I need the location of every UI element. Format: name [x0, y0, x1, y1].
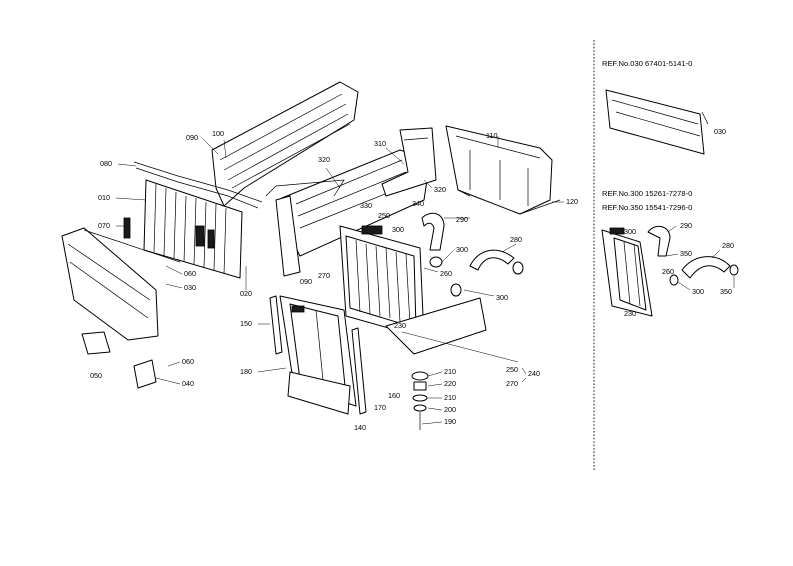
part-bolt-stack [411, 371, 429, 430]
ref-300-350-illustration: 300 290 350 260 280 300 350 230 [601, 221, 739, 318]
callout-250-top: 250 [378, 211, 390, 220]
callout-160: 160 [388, 391, 400, 400]
callout-240: 240 [528, 369, 540, 378]
part-290-pipe [421, 212, 445, 268]
ref-030-illustration: 030 [605, 89, 726, 155]
callout-300-mid: 300 [456, 245, 468, 254]
ref-callout-300-top: 300 [624, 227, 636, 236]
callout-170: 170 [374, 403, 386, 412]
callout-120: 120 [566, 197, 578, 206]
callout-290: 290 [456, 215, 468, 224]
part-090-center-panel [275, 195, 301, 277]
part-140-rod [351, 327, 367, 415]
part-fan-shroud [287, 371, 351, 415]
ref-callout-030: 030 [714, 127, 726, 136]
part-050-bracket [81, 331, 111, 355]
callout-230: 230 [394, 321, 406, 330]
callout-210-bottom: 210 [444, 393, 456, 402]
ref-350-label: REF.No.350 15541-7296-0 [602, 203, 692, 212]
part-080-strip [133, 161, 263, 209]
callout-190: 190 [444, 417, 456, 426]
callout-280: 280 [510, 235, 522, 244]
callout-180: 180 [240, 367, 252, 376]
ref-callout-350-mid: 350 [680, 249, 692, 258]
part-150-side-bar [269, 295, 283, 355]
callout-090-center: 090 [300, 277, 312, 286]
callout-070: 070 [98, 221, 110, 230]
part-040-bracket [133, 359, 157, 389]
callout-320-right: 320 [434, 185, 446, 194]
callout-270-left: 270 [318, 271, 330, 280]
callout-040: 040 [182, 379, 194, 388]
callout-060-bottom: 060 [182, 357, 194, 366]
ref-callout-290: 290 [680, 221, 692, 230]
callout-150: 150 [240, 319, 252, 328]
callout-300-top: 300 [392, 225, 404, 234]
callout-210-top: 210 [444, 367, 456, 376]
callout-340: 340 [412, 199, 424, 208]
callout-080: 080 [100, 159, 112, 168]
ref-300-label: REF.No.300 15261-7278-0 [602, 189, 692, 198]
callout-050: 050 [90, 371, 102, 380]
ref-callout-350-bottom: 350 [720, 287, 732, 296]
callout-220: 220 [444, 379, 456, 388]
callout-320-top: 320 [318, 155, 330, 164]
callout-060-top: 060 [184, 269, 196, 278]
callout-260: 260 [440, 269, 452, 278]
ref-callout-300-bottom: 300 [692, 287, 704, 296]
part-shroud-plate [385, 297, 487, 355]
callout-020: 020 [240, 289, 252, 298]
ref-callout-260: 260 [662, 267, 674, 276]
part-070-spring [123, 217, 131, 239]
callout-330: 330 [360, 201, 372, 210]
callout-250-bottom: 250 [506, 365, 518, 374]
callout-270-bottom: 270 [506, 379, 518, 388]
part-280-hose [450, 249, 524, 297]
ref-030-label: REF.No.030 67401-5141-0 [602, 59, 692, 68]
callout-310: 310 [374, 139, 386, 148]
callout-300-bottom: 300 [496, 293, 508, 302]
part-110-frame [445, 125, 561, 215]
callout-140: 140 [354, 423, 366, 432]
ref-callout-230: 230 [624, 309, 636, 318]
callout-200: 200 [444, 405, 456, 414]
callout-090-top: 090 [186, 133, 198, 142]
callout-110: 110 [486, 131, 497, 140]
ref-callout-280: 280 [722, 241, 734, 250]
leader-lines [115, 136, 564, 425]
part-front-housing [61, 227, 181, 341]
part-010-grille [143, 179, 243, 279]
callout-030: 030 [184, 283, 196, 292]
callout-010: 010 [98, 193, 110, 202]
part-100-upper-panel [211, 81, 359, 207]
callout-100: 100 [212, 129, 224, 138]
part-340-bracket [381, 127, 437, 197]
